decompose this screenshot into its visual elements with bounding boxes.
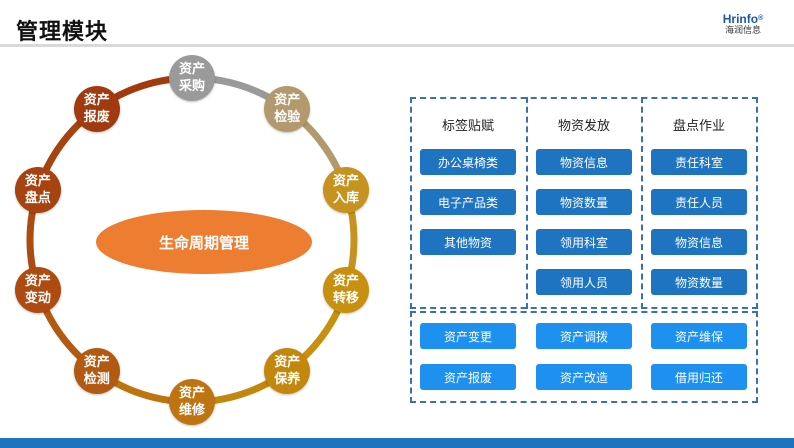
lifecycle-node-label: 资产变动 [24, 274, 51, 307]
brand-name: Hrinfo® [722, 12, 764, 26]
lifecycle-node-label: 资产报废 [83, 92, 110, 125]
module-item-button[interactable]: 物资数量 [536, 189, 632, 215]
lifecycle-center: 生命周期管理 [96, 210, 312, 274]
lifecycle-node: 资产入库 [323, 166, 370, 213]
lifecycle-node: 资产检验 [264, 85, 311, 132]
module-action-button[interactable]: 借用归还 [651, 364, 747, 390]
lifecycle-node: 资产保养 [264, 348, 311, 395]
module-item-button[interactable]: 领用科室 [536, 229, 632, 255]
lifecycle-node: 资产报废 [73, 85, 120, 132]
module-grid-top [410, 97, 758, 309]
module-action-button[interactable]: 资产改造 [536, 364, 632, 390]
module-column-header: 标签贴赋 [441, 119, 494, 134]
lifecycle-node: 资产盘点 [14, 166, 61, 213]
footer-bar [0, 438, 794, 448]
lifecycle-node-label: 资产入库 [333, 173, 360, 206]
module-item-button[interactable]: 责任科室 [651, 149, 747, 175]
module-action-button[interactable]: 资产调拨 [536, 323, 632, 349]
lifecycle-node: 资产采购 [169, 55, 215, 101]
module-item-button[interactable]: 电子产品类 [420, 189, 516, 215]
brand-logo: Hrinfo® 海润信息 [708, 12, 778, 37]
module-column-divider-2 [641, 97, 643, 309]
lifecycle-node: 资产检测 [73, 348, 120, 395]
title-divider [0, 44, 794, 47]
module-item-button[interactable]: 其他物资 [420, 229, 516, 255]
lifecycle-node-label: 资产保养 [274, 355, 301, 388]
lifecycle-node-label: 资产采购 [178, 62, 205, 94]
module-item-button[interactable]: 责任人员 [651, 189, 747, 215]
page-title: 管理模块 [16, 20, 109, 45]
module-grid-bottom [410, 311, 758, 403]
lifecycle-node-label: 资产维修 [178, 386, 205, 418]
module-action-button[interactable]: 资产维保 [651, 323, 747, 349]
brand-registered-mark: ® [758, 15, 764, 22]
lifecycle-node: 资产转移 [323, 267, 370, 314]
module-action-button[interactable]: 资产变更 [420, 323, 516, 349]
module-item-button[interactable]: 办公桌椅类 [420, 149, 516, 175]
module-item-button[interactable]: 领用人员 [536, 269, 632, 295]
module-column-header: 物资发放 [557, 119, 610, 134]
lifecycle-node: 资产变动 [14, 267, 61, 314]
lifecycle-node-label: 资产检测 [83, 355, 110, 388]
lifecycle-node-label: 资产盘点 [24, 173, 51, 206]
brand-subtitle: 海润信息 [724, 26, 761, 36]
lifecycle-node-label: 资产检验 [274, 92, 301, 125]
module-item-button[interactable]: 物资信息 [651, 229, 747, 255]
module-column-divider-1 [526, 97, 528, 309]
module-column-header: 盘点作业 [672, 119, 725, 134]
module-item-button[interactable]: 物资信息 [536, 149, 632, 175]
module-action-button[interactable]: 资产报废 [420, 364, 516, 390]
lifecycle-node: 资产维修 [169, 379, 215, 425]
lifecycle-node-label: 资产转移 [333, 274, 360, 307]
module-item-button[interactable]: 物资数量 [651, 269, 747, 295]
